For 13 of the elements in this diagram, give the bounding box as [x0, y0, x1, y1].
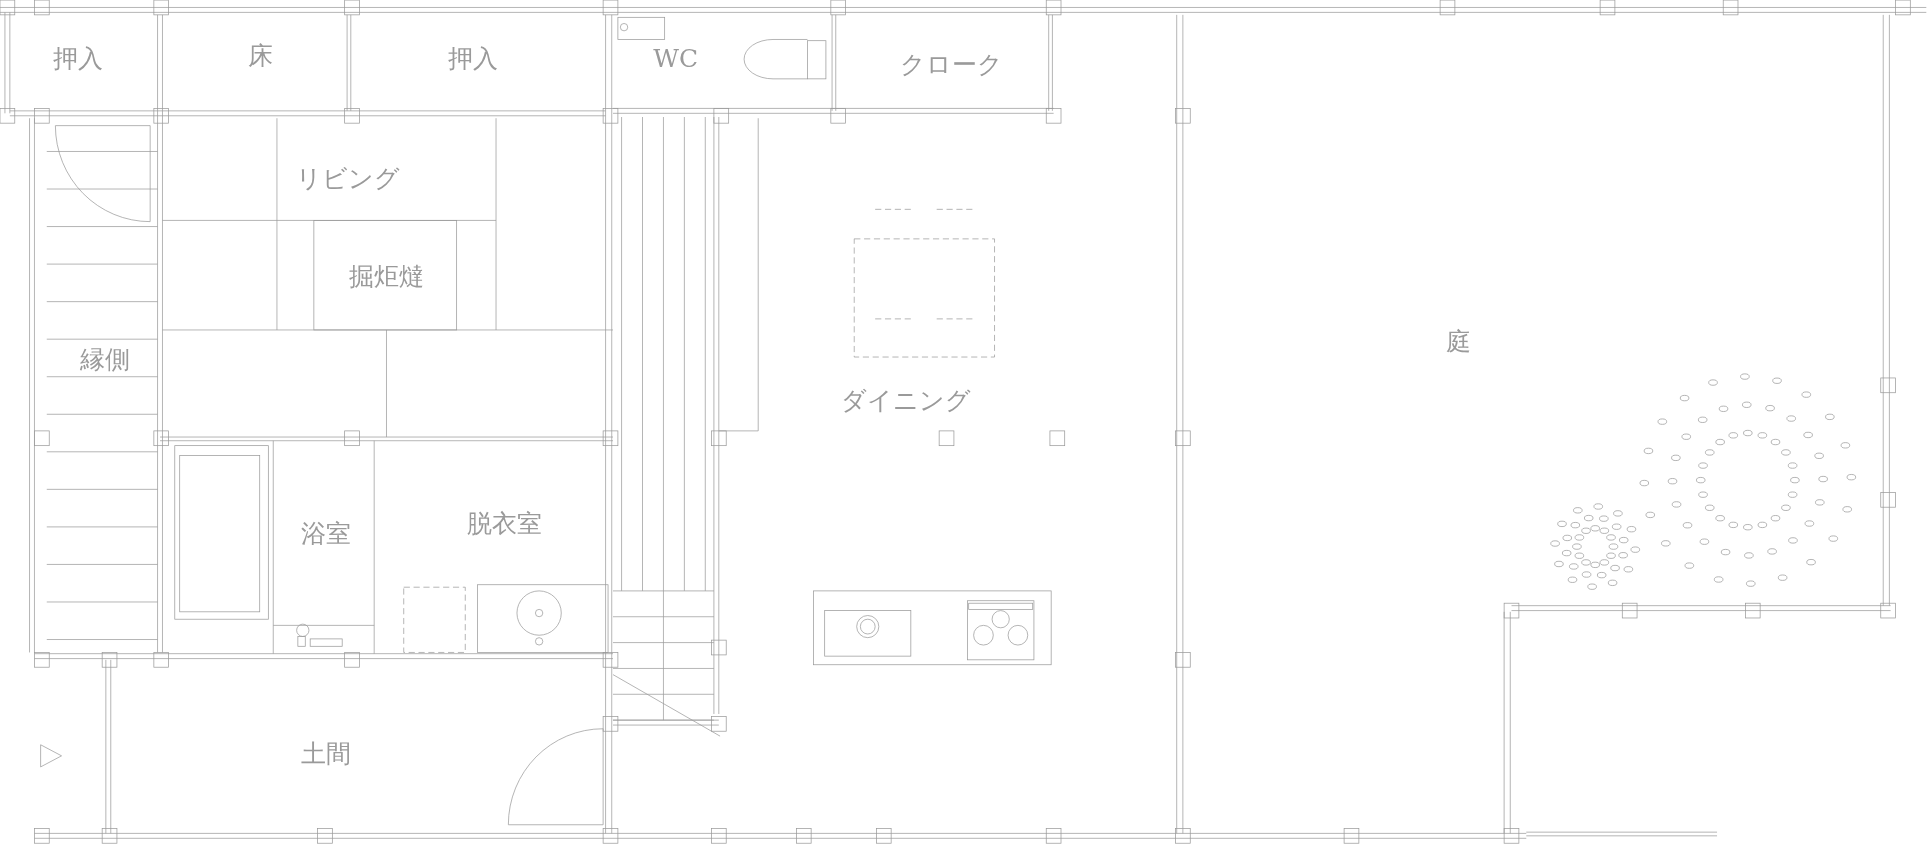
room-label: WC [653, 45, 699, 71]
room-label: 縁側 [79, 346, 130, 372]
room-label: 床 [248, 42, 274, 68]
room-label: 押入 [52, 45, 103, 71]
room-label: ダイニング [840, 387, 971, 413]
room-label: 押入 [447, 45, 498, 71]
room-label: 土間 [301, 740, 352, 766]
room-label: 掘炬燵 [349, 263, 424, 289]
room-label: 庭 [1446, 328, 1472, 354]
room-label: クローク [899, 51, 1003, 77]
room-label: 浴室 [301, 520, 352, 546]
room-label: リビング [296, 165, 401, 191]
room-label: 脱衣室 [467, 510, 543, 536]
